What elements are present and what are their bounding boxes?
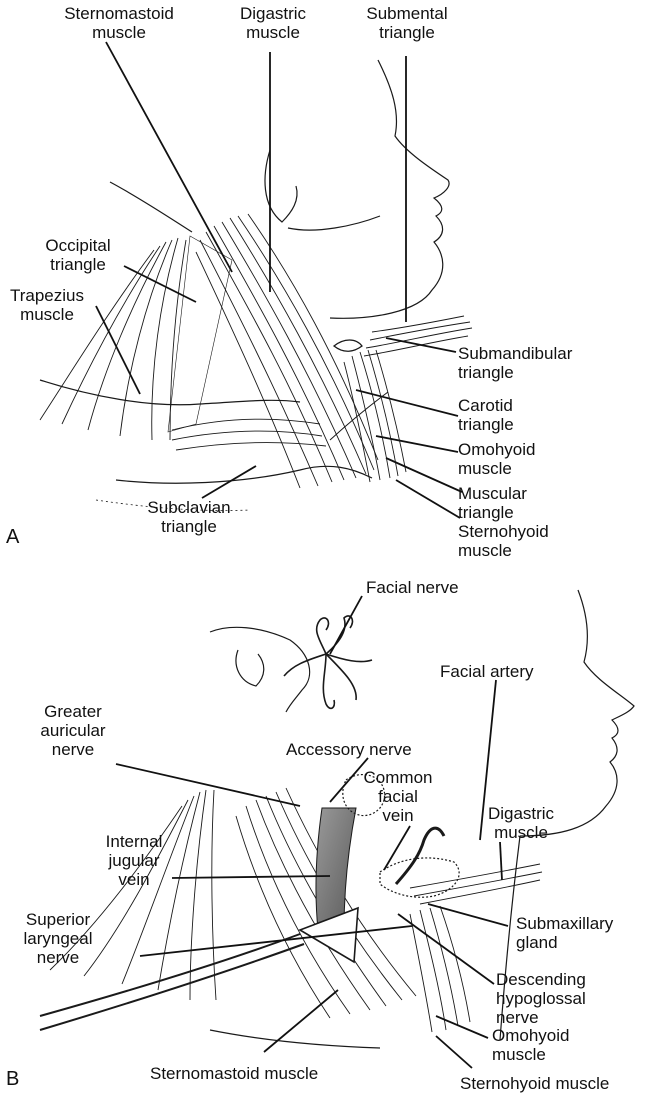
- label-facial-artery-b: Facial artery: [440, 662, 534, 681]
- leader-omohyoid-b: [436, 1016, 488, 1038]
- leader-common-facial-b: [384, 826, 410, 870]
- clavicular-band-a: [172, 419, 326, 450]
- face-profile-a: [330, 60, 449, 318]
- neck-back-a: [110, 182, 192, 232]
- label-sternomastoid-muscle-b: Sternomastoid muscle: [150, 1064, 318, 1083]
- shoulder-line-a: [40, 380, 300, 405]
- leader-occipital-a: [124, 266, 196, 302]
- leader-greater-auricular-b: [116, 764, 300, 806]
- leader-submaxillary-b: [428, 904, 508, 926]
- leader-sternohyoid-b: [436, 1036, 472, 1068]
- leader-omohyoid-a: [376, 436, 458, 452]
- leader-sternohyoid-a: [396, 480, 460, 518]
- facial-nerve-branches-b: [284, 616, 372, 708]
- ear-outline-b: [236, 650, 264, 686]
- digastric-fibers-b: [410, 864, 542, 904]
- clavicle-line-a: [116, 466, 372, 483]
- strap-fibers-b: [410, 906, 470, 1032]
- panel-b-letter: B: [6, 1068, 19, 1091]
- leader-superior-laryngeal-b: [140, 926, 412, 956]
- label-accessory-nerve-b: Accessory nerve: [286, 740, 412, 759]
- jaw-line-a: [288, 216, 380, 230]
- leader-carotid-a: [356, 390, 458, 416]
- face-profile-b: [520, 590, 634, 836]
- leader-sternomastoid-a: [106, 42, 232, 272]
- label-facial-nerve-b: Facial nerve: [366, 578, 459, 597]
- shoulder-line-b: [210, 1030, 380, 1048]
- hyoid-bone-a: [334, 340, 362, 351]
- submaxillary-gland-b: [380, 858, 459, 897]
- leader-digastric-b: [500, 842, 502, 880]
- leader-facial-nerve-b: [330, 596, 362, 654]
- submandibular-fibers-a: [364, 316, 472, 356]
- label-sternohyoid-muscle-b: Sternohyoid muscle: [460, 1074, 609, 1093]
- panel-a-letter: A: [6, 526, 19, 549]
- head-outline-b: [210, 627, 310, 712]
- leader-trapezius-a: [96, 306, 140, 394]
- trapezius-fibers-b: [50, 790, 216, 1000]
